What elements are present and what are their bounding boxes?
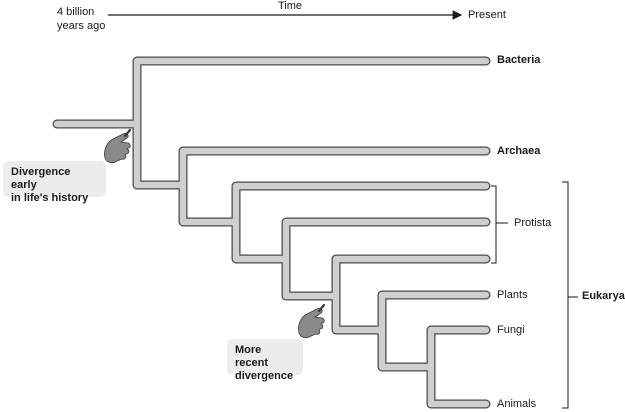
eukarya-bracket <box>562 181 569 409</box>
taxon-label-plants: Plants <box>497 289 528 301</box>
taxon-label-animals: Animals <box>497 398 537 410</box>
pointing-hand-icon <box>104 128 132 164</box>
time-axis-label: Time <box>278 0 303 12</box>
taxon-label-bacteria: Bacteria <box>497 54 541 66</box>
taxon-label-archaea: Archaea <box>497 145 541 157</box>
protista-bracket <box>491 185 497 264</box>
callout-recent-divergence: More recent divergence <box>227 339 303 382</box>
callout-early-divergence: Divergence early in life's history <box>3 161 106 204</box>
taxon-label-protista: Protista <box>514 217 552 229</box>
tree-branches <box>52 56 491 409</box>
callout-early-line1: Divergence early <box>11 166 71 191</box>
callout-recent-line2: divergence <box>235 370 294 382</box>
pointing-hand-icon <box>298 303 326 339</box>
taxon-label-fungi: Fungi <box>497 324 525 336</box>
start-time-label-line2: years ago <box>57 20 106 32</box>
present-label: Present <box>468 9 506 21</box>
start-time-label-line1: 4 billion <box>57 6 95 18</box>
callout-recent-line1: More recent <box>235 344 269 369</box>
domain-label-eukarya: Eukarya <box>582 290 625 302</box>
callout-early-line2: in life's history <box>11 192 89 204</box>
